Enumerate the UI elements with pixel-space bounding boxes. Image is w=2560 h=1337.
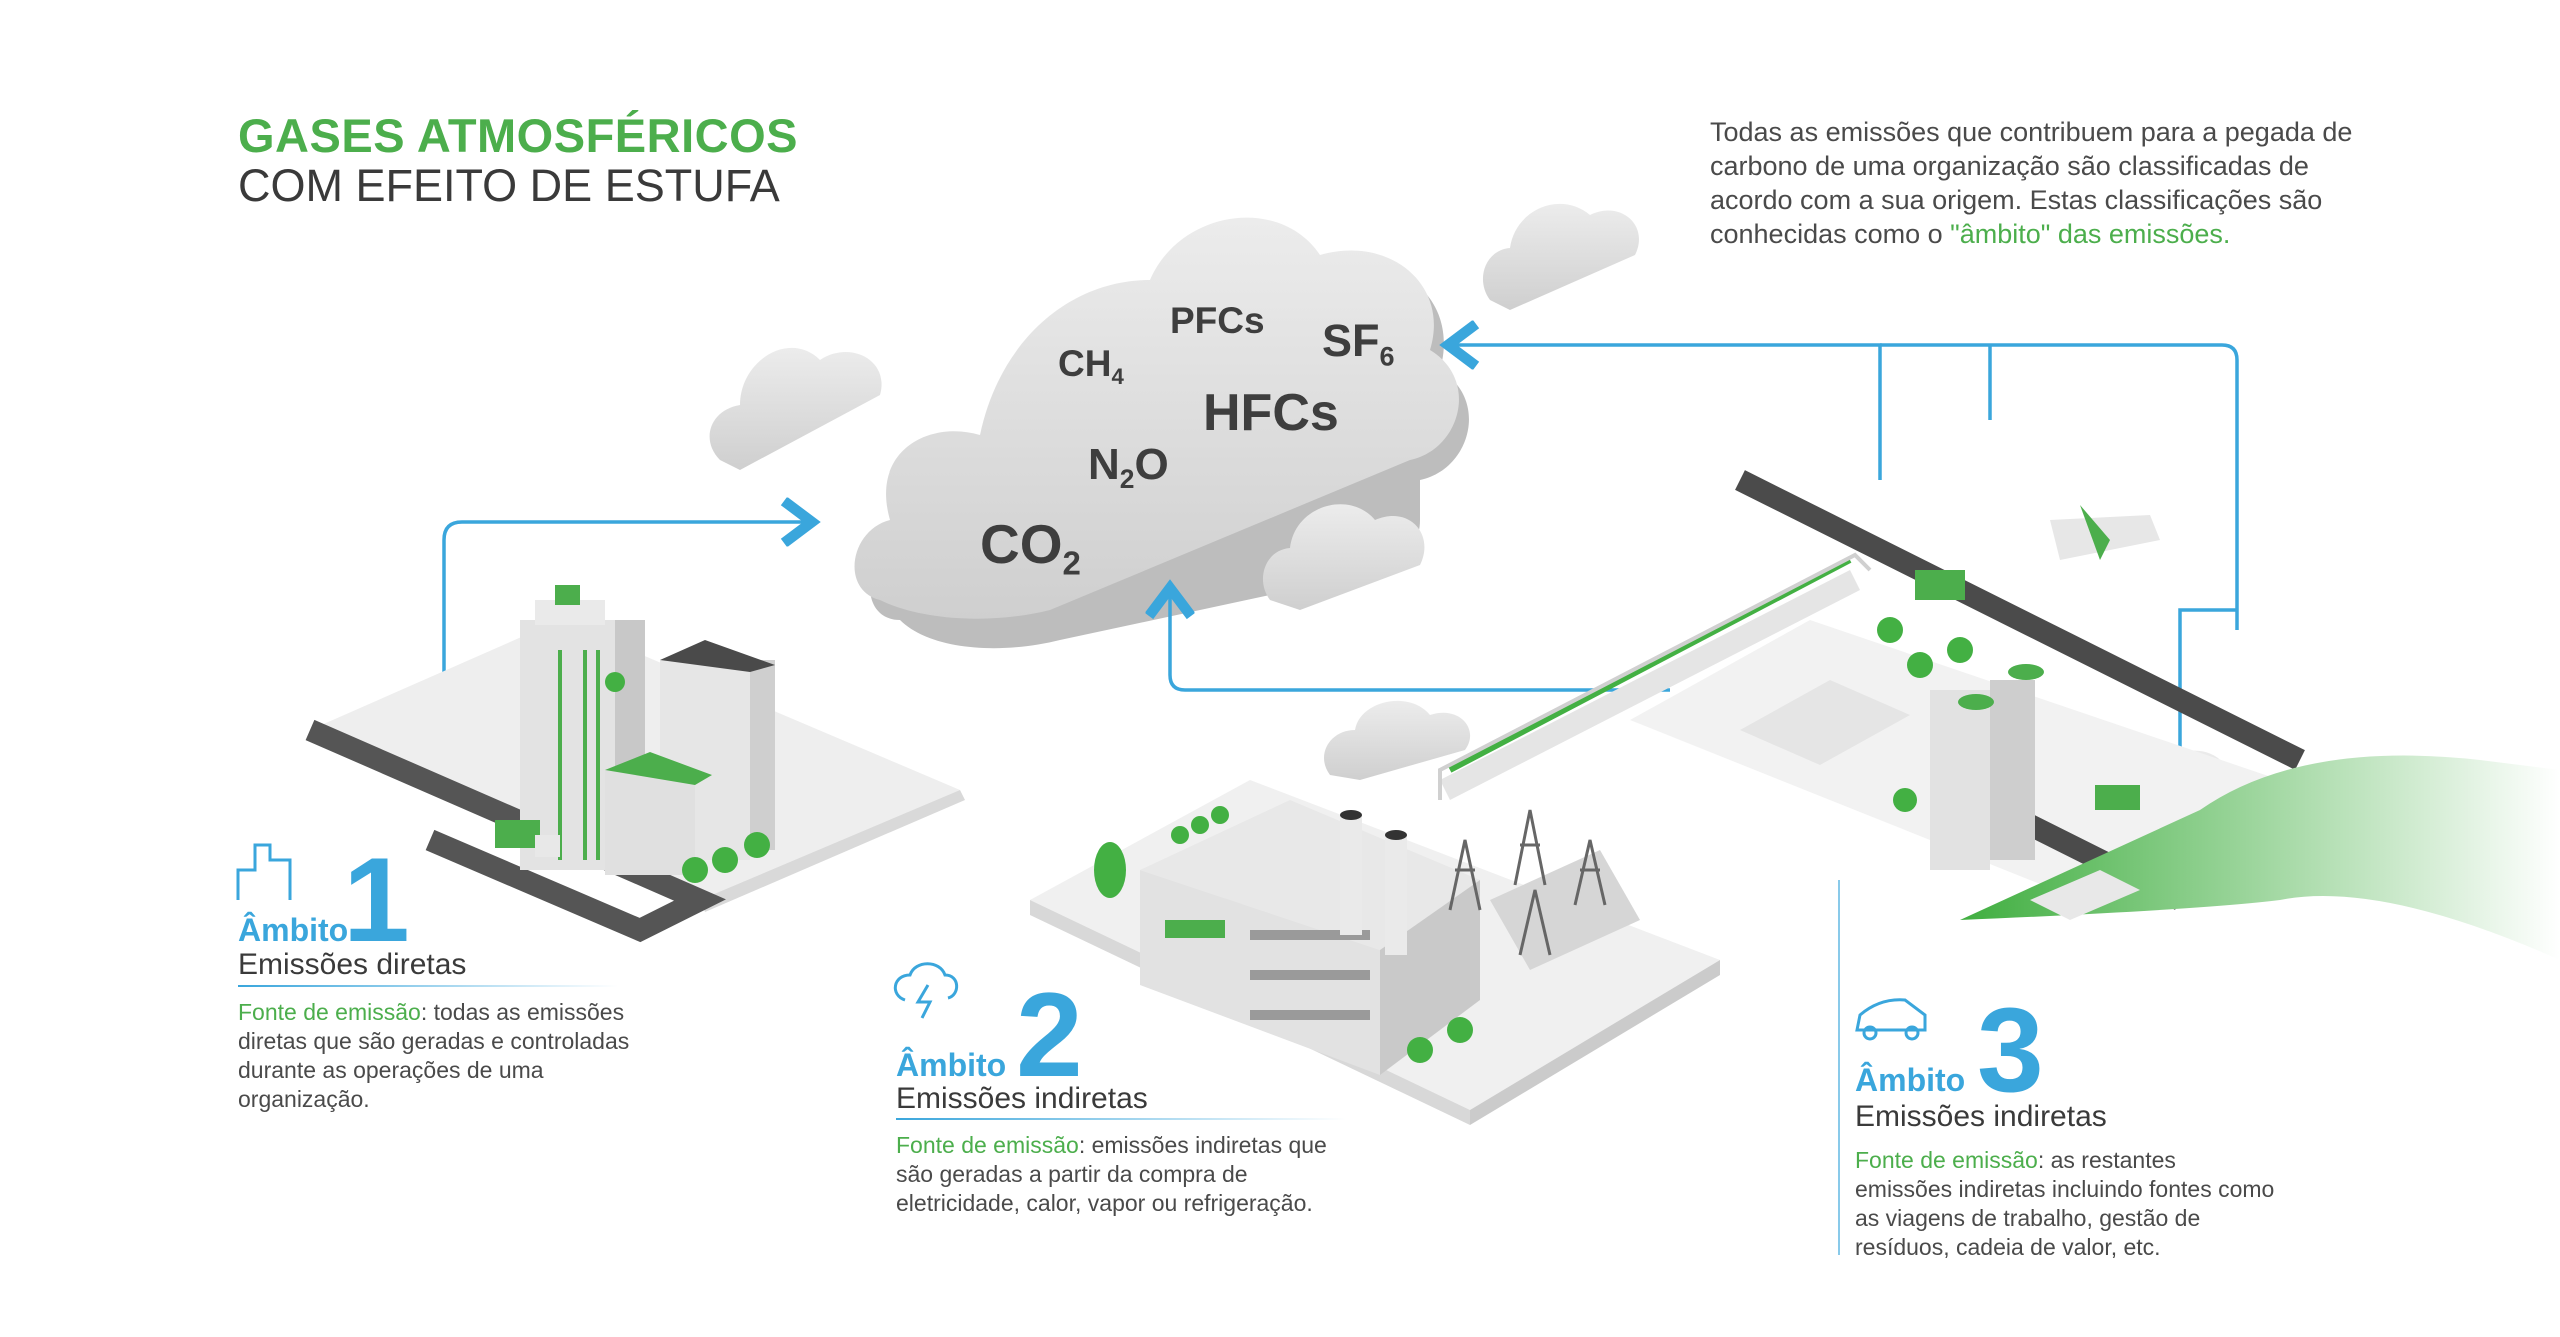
gas-n2o: N2O: [1088, 440, 1169, 495]
scope1-city-block: [305, 585, 965, 943]
gas-n2o-pre: N: [1088, 440, 1120, 489]
gas-ch4-sub: 4: [1111, 363, 1124, 389]
scope3-subtitle: Emissões indiretas: [1855, 1100, 2107, 1133]
gas-co2: CO2: [980, 512, 1081, 583]
gas-co2-sub: 2: [1062, 544, 1081, 582]
flow-arrows: [442, 345, 2239, 760]
gas-ch4: CH4: [1058, 343, 1124, 390]
scope3-label: Âmbito: [1855, 1062, 1966, 1098]
scope2-description: Fonte de emissão: emissões indiretas que…: [896, 1131, 1346, 1218]
scope1-number: 1: [343, 833, 410, 967]
page-title-line2: COM EFEITO DE ESTUFA: [238, 160, 780, 211]
scope3-transport-block: [1630, 470, 2560, 960]
gas-hfcs: HFCs: [1203, 384, 1339, 442]
scope1-description: Fonte de emissão: todas as emissões dire…: [238, 998, 638, 1114]
gas-sf6-sub: 6: [1379, 341, 1395, 372]
scope3-vertical-rule: [1838, 880, 1840, 1255]
scope3-number: 3: [1977, 983, 2044, 1117]
scope1-label: Âmbito: [238, 912, 349, 948]
gas-ch4-base: CH: [1058, 343, 1112, 384]
scope3-description: Fonte de emissão: as restantes emissões …: [1855, 1146, 2275, 1262]
gas-sf6-base: SF: [1322, 315, 1380, 366]
scope2-number: 2: [1016, 968, 1083, 1102]
scope2-text: : emissões indiretas que são geradas a p…: [896, 1132, 1327, 1216]
scope3-text: : as restantes emissões indiretas inclui…: [1855, 1147, 2275, 1260]
scope2-subtitle: Emissões indiretas: [896, 1082, 1148, 1115]
scope1-rule: [238, 985, 618, 987]
intro-text: Todas as emissões que contribuem para a …: [1710, 117, 2353, 249]
gas-n2o-sub: 2: [1119, 464, 1135, 495]
buildings-icon: [236, 843, 292, 900]
main-gas-cloud: [854, 217, 1469, 649]
scope2-rule: [896, 1118, 1346, 1120]
scope2-label: Âmbito: [896, 1047, 1007, 1083]
car-icon: [1855, 998, 1927, 1041]
intro-paragraph: Todas as emissões que contribuem para a …: [1710, 115, 2360, 251]
page-title-line1: GASES ATMOSFÉRICOS: [238, 109, 798, 162]
train-bridge: [1438, 552, 1872, 800]
scope1-text: : todas as emissões diretas que são gera…: [238, 999, 630, 1112]
gas-co2-base: CO: [980, 513, 1063, 575]
scope3-source-label: Fonte de emissão: [1855, 1147, 2038, 1173]
gas-pfcs: PFCs: [1170, 300, 1265, 341]
gas-n2o-post: O: [1134, 440, 1169, 489]
scope1-source-label: Fonte de emissão: [238, 999, 421, 1025]
gas-sf6: SF6: [1322, 315, 1395, 372]
scope2-source-label: Fonte de emissão: [896, 1132, 1079, 1158]
intro-highlight: "âmbito" das emissões.: [1950, 219, 2231, 249]
scope2-industry-block: [1030, 780, 1720, 1125]
lightning-cloud-icon: [894, 962, 959, 1019]
scope1-subtitle: Emissões diretas: [238, 948, 467, 981]
